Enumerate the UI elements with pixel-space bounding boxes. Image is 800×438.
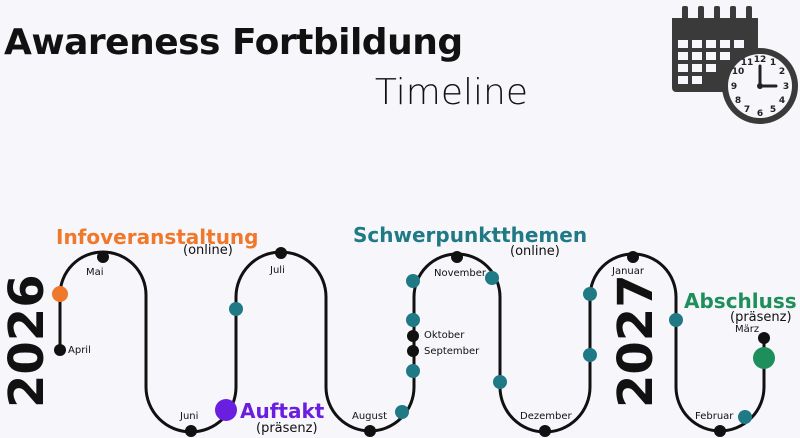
- session-dot: [395, 405, 409, 419]
- session-dot: [406, 274, 420, 288]
- milestone-info-mode: (online): [183, 243, 233, 258]
- milestone-topics-label: Schwerpunktthemen: [353, 223, 588, 247]
- session-dot: [583, 287, 597, 301]
- calendar-icon: 12 1 2 3 4 5 6 7 8 9 10 11: [672, 6, 798, 124]
- month-august: August: [352, 411, 387, 422]
- session-dot: [669, 313, 683, 327]
- month-november: November: [434, 268, 487, 279]
- milestone-topics-mode: (online): [510, 244, 560, 259]
- svg-text:2: 2: [779, 67, 785, 77]
- month-juni: Juni: [180, 411, 199, 422]
- dot-august: [364, 425, 376, 437]
- session-dot: [229, 302, 243, 316]
- milestone-kickoff-label: Auftakt: [240, 399, 325, 423]
- dot-januar: [627, 251, 639, 263]
- milestone-kickoff-mode: (präsenz): [256, 421, 318, 436]
- month-januar: Januar: [612, 266, 644, 277]
- dot-finale: [753, 347, 775, 369]
- dot-kickoff: [215, 399, 237, 421]
- month-oktober: Oktober: [424, 330, 465, 341]
- svg-text:10: 10: [732, 67, 745, 77]
- month-september: September: [424, 346, 480, 357]
- dot-dezember: [539, 425, 551, 437]
- svg-text:9: 9: [731, 82, 737, 92]
- session-dot: [406, 364, 420, 378]
- milestone-finale-mode: (präsenz): [730, 310, 792, 325]
- svg-text:11: 11: [741, 58, 754, 68]
- svg-text:4: 4: [779, 96, 785, 106]
- session-dot: [583, 348, 597, 362]
- svg-text:8: 8: [735, 96, 741, 106]
- month-februar: Februar: [695, 411, 734, 422]
- dot-oktober: [407, 330, 419, 342]
- year-start: 2026: [0, 274, 55, 408]
- month-juli: Juli: [270, 265, 285, 276]
- clock-icon: 12 1 2 3 4 5 6 7 8 9 10 11: [722, 48, 798, 124]
- dot-info: [52, 286, 68, 302]
- milestone-info-label: Infoveranstaltung: [56, 225, 259, 249]
- session-dot: [485, 271, 499, 285]
- session-dot: [738, 410, 752, 424]
- dot-november: [451, 251, 463, 263]
- session-dot: [493, 375, 507, 389]
- svg-text:7: 7: [744, 105, 750, 115]
- session-dot: [406, 313, 420, 327]
- page-title: Awareness Fortbildung: [4, 22, 463, 63]
- svg-text:1: 1: [770, 58, 776, 68]
- svg-text:3: 3: [783, 82, 789, 92]
- dot-maerz: [758, 332, 770, 344]
- page-subtitle: Timeline: [374, 72, 528, 113]
- dot-februar: [714, 425, 726, 437]
- month-mai: Mai: [86, 267, 104, 278]
- dot-juli: [275, 247, 287, 259]
- svg-text:12: 12: [754, 55, 767, 65]
- dot-april: [54, 344, 66, 356]
- dot-mai: [97, 251, 109, 263]
- month-maerz: März: [735, 324, 760, 335]
- svg-text:6: 6: [757, 109, 763, 119]
- month-april: April: [68, 345, 91, 356]
- svg-text:5: 5: [770, 105, 776, 115]
- dot-september: [407, 345, 419, 357]
- dot-juni: [185, 425, 197, 437]
- milestone-finale-label: Abschluss: [684, 289, 797, 313]
- year-end: 2027: [608, 274, 664, 408]
- month-dezember: Dezember: [520, 411, 572, 422]
